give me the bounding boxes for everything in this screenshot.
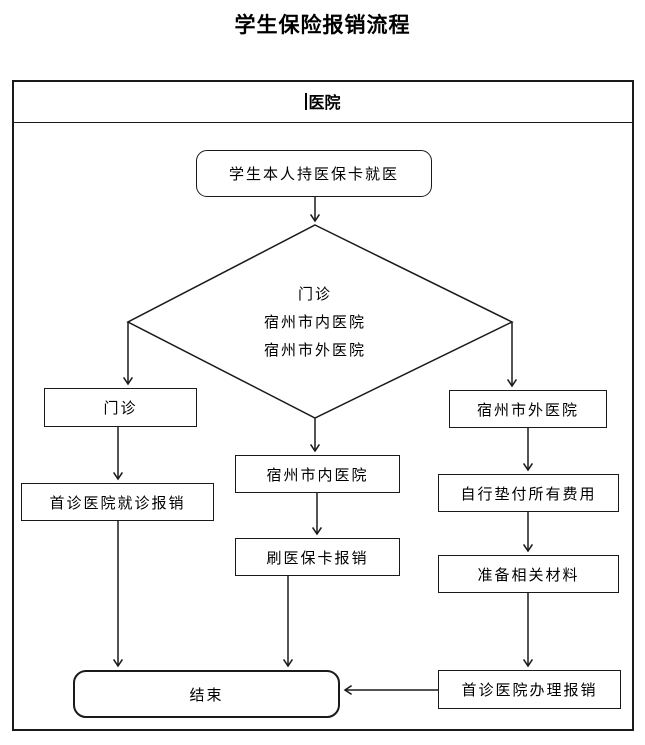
node-swipe-card-label: 刷医保卡报销: [266, 550, 369, 567]
lane-header-hospital[interactable]: 医院: [12, 80, 634, 123]
node-start-label: 学生本人持医保卡就医: [228, 167, 399, 183]
decision-line: 门诊: [297, 287, 332, 303]
node-process-reimburse-label: 首诊医院办理报销: [461, 683, 598, 699]
node-end-label: 结束: [189, 687, 224, 704]
node-self-pay: 自行垫付所有费用: [438, 474, 619, 512]
node-start: 学生本人持医保卡就医: [196, 150, 432, 197]
text-cursor: [305, 92, 308, 110]
node-end: 结束: [73, 670, 340, 718]
node-swipe-card: 刷医保卡报销: [235, 538, 400, 576]
node-in-city-hospital-label: 宿州市内医院: [266, 467, 369, 484]
node-prepare-materials: 准备相关材料: [438, 555, 619, 593]
node-outpatient: 门诊: [44, 388, 197, 427]
flowchart-frame: [12, 80, 634, 731]
node-first-visit-reimburse: 首诊医院就诊报销: [21, 483, 214, 521]
node-in-city-hospital: 宿州市内医院: [235, 455, 400, 493]
decision-line: 宿州市外医院: [263, 343, 366, 359]
node-prepare-materials-label: 准备相关材料: [477, 567, 580, 584]
lane-header-label: 医院: [308, 95, 341, 112]
node-outpatient-label: 门诊: [103, 401, 138, 417]
page-title: 学生保险报销流程: [234, 13, 411, 37]
node-process-reimburse: 首诊医院办理报销: [438, 670, 621, 709]
node-out-city-hospital: 宿州市外医院: [449, 390, 607, 428]
node-first-visit-reimburse-label: 首诊医院就诊报销: [49, 495, 186, 512]
node-out-city-hospital-label: 宿州市外医院: [476, 402, 579, 419]
decision-node-text: 门诊 宿州市内医院 宿州市外医院: [215, 281, 415, 365]
node-self-pay-label: 自行垫付所有费用: [460, 486, 597, 503]
decision-line: 宿州市内医院: [263, 315, 366, 331]
